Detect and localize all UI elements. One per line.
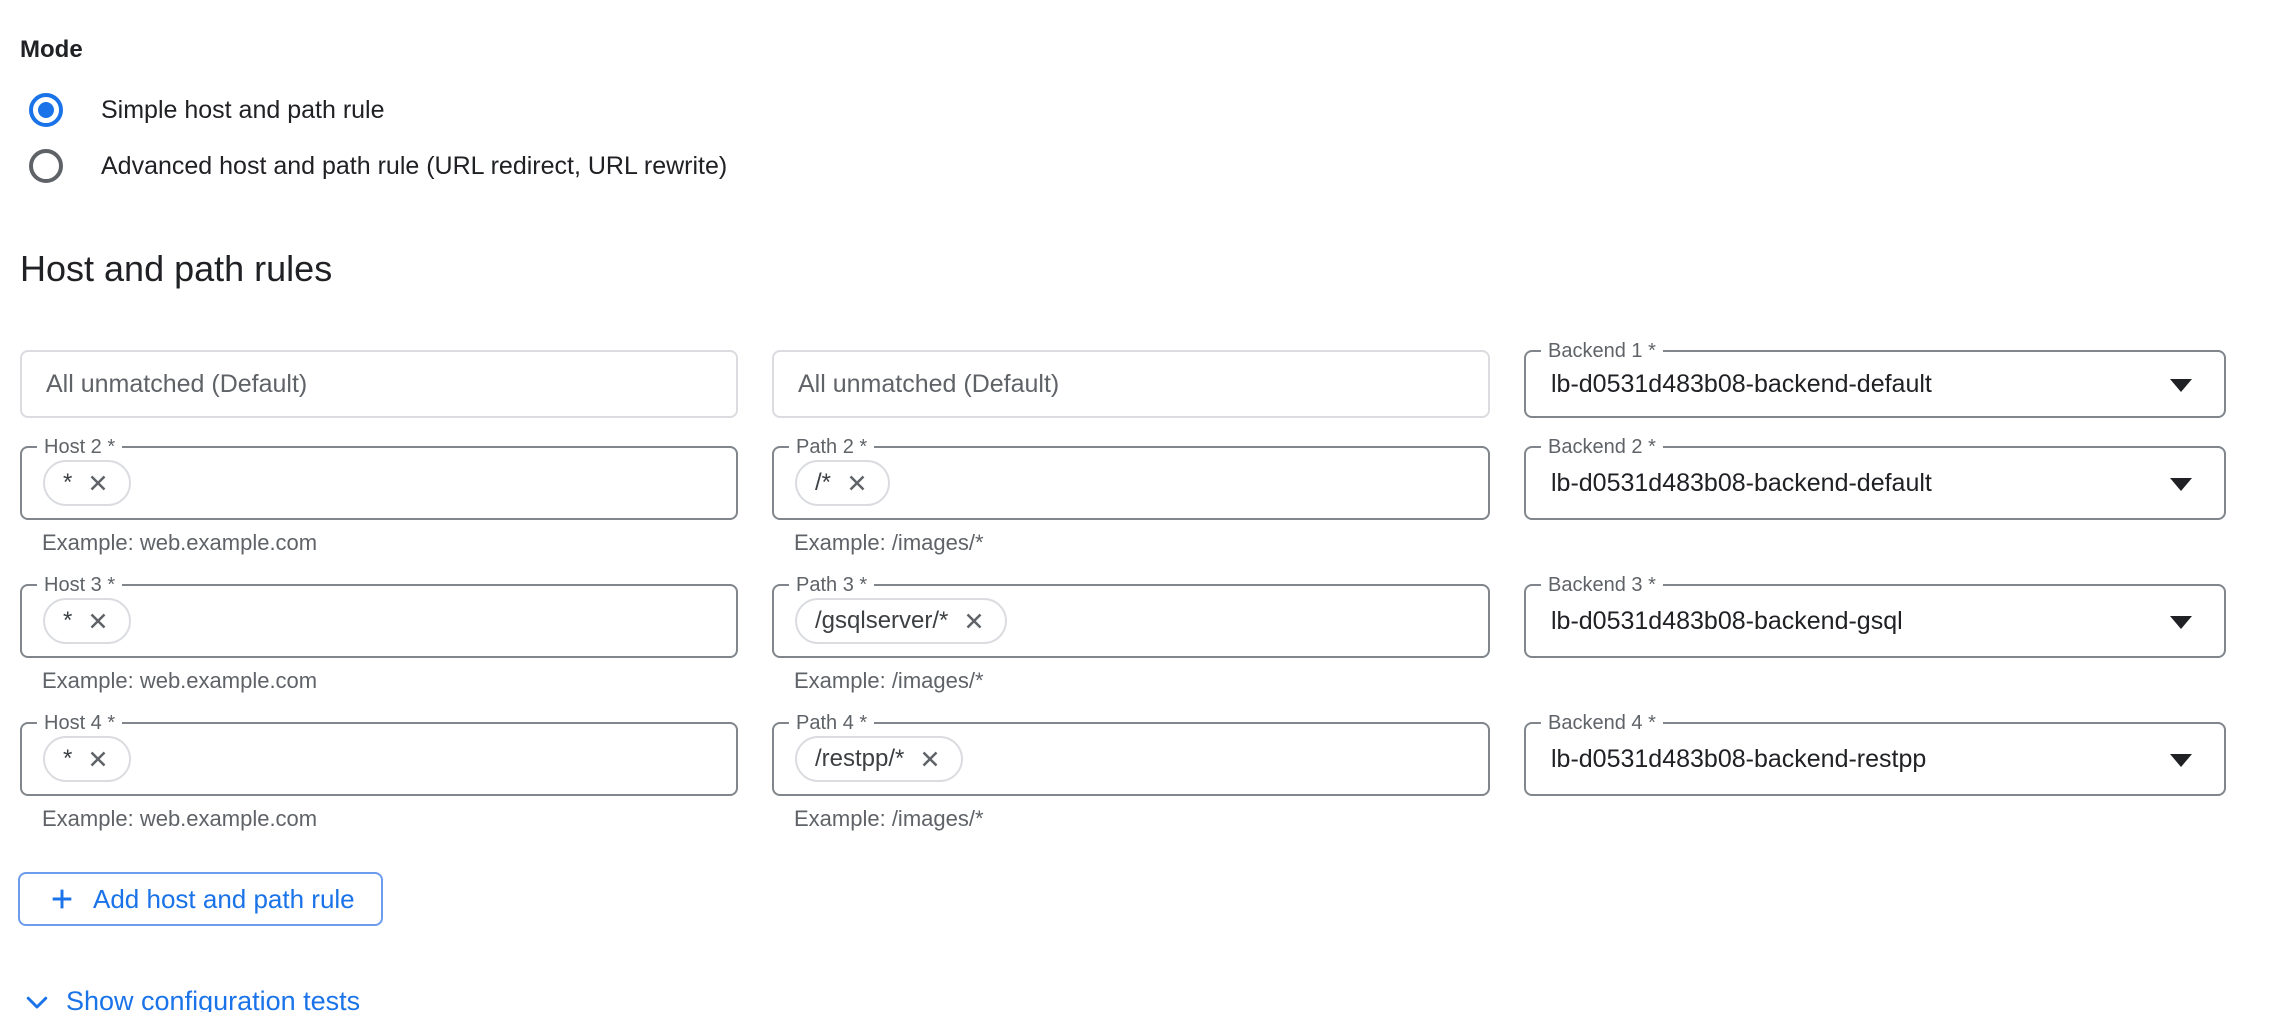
path-2-field[interactable]: Path 2 * /* xyxy=(772,435,1490,520)
host-2-field[interactable]: Host 2 * * xyxy=(20,435,738,520)
radio-unselected-icon[interactable] xyxy=(29,149,63,183)
close-icon[interactable] xyxy=(85,470,111,496)
path-3-field[interactable]: Path 3 * /gsqlserver/* xyxy=(772,573,1490,658)
close-icon[interactable] xyxy=(85,608,111,634)
backend-3-select[interactable]: Backend 3 * lb-d0531d483b08-backend-gsql xyxy=(1524,573,2226,658)
chevron-down-icon xyxy=(26,996,48,1008)
radio-option-label: Advanced host and path rule (URL redirec… xyxy=(101,151,728,180)
radio-option-advanced[interactable]: Advanced host and path rule (URL redirec… xyxy=(29,147,727,185)
radio-option-label: Simple host and path rule xyxy=(101,95,385,124)
backend-2-value: lb-d0531d483b08-backend-default xyxy=(1551,468,1932,497)
radio-selected-icon[interactable] xyxy=(29,93,63,127)
path-3-label: Path 3 * xyxy=(789,573,875,597)
radio-option-simple[interactable]: Simple host and path rule xyxy=(29,91,385,129)
backend-4-select[interactable]: Backend 4 * lb-d0531d483b08-backend-rest… xyxy=(1524,711,2226,796)
backend-3-value: lb-d0531d483b08-backend-gsql xyxy=(1551,606,1903,635)
chip-text: * xyxy=(63,469,73,496)
host-4-chip: * xyxy=(43,736,132,782)
host-default-text: All unmatched (Default) xyxy=(46,369,308,398)
close-icon[interactable] xyxy=(844,470,870,496)
path-4-chip: /restpp/* xyxy=(795,736,964,782)
show-link-label: Show configuration tests xyxy=(66,986,361,1012)
backend-1-label: Backend 1 * xyxy=(1541,339,1663,363)
chip-text: * xyxy=(63,607,73,634)
add-host-path-rule-button[interactable]: Add host and path rule xyxy=(18,872,383,926)
path-2-chip: /* xyxy=(795,460,891,506)
chip-text: /* xyxy=(815,469,832,496)
path-default-text: All unmatched (Default) xyxy=(798,369,1060,398)
radio-dot xyxy=(38,102,54,118)
backend-1-select[interactable]: Backend 1 * lb-d0531d483b08-backend-defa… xyxy=(1524,339,2226,418)
dropdown-arrow-icon xyxy=(2170,379,2192,392)
backend-3-label: Backend 3 * xyxy=(1541,573,1663,597)
path-2-label: Path 2 * xyxy=(789,435,875,459)
host-2-label: Host 2 * xyxy=(37,435,123,459)
chip-text: /gsqlserver/* xyxy=(815,607,949,634)
close-icon[interactable] xyxy=(917,746,943,772)
chip-text: * xyxy=(63,745,73,772)
close-icon[interactable] xyxy=(961,608,987,634)
add-button-label: Add host and path rule xyxy=(93,883,355,914)
path-4-label: Path 4 * xyxy=(789,711,875,735)
host-2-helper: Example: web.example.com xyxy=(42,530,318,555)
chip-text: /restpp/* xyxy=(815,745,905,772)
path-3-helper: Example: /images/* xyxy=(794,668,984,693)
host-3-chip: * xyxy=(43,598,132,644)
dropdown-arrow-icon xyxy=(2170,754,2192,767)
dropdown-arrow-icon xyxy=(2170,478,2192,491)
host-4-label: Host 4 * xyxy=(37,711,123,735)
host-3-label: Host 3 * xyxy=(37,573,123,597)
backend-4-label: Backend 4 * xyxy=(1541,711,1663,735)
mode-label: Mode xyxy=(20,36,83,63)
host-3-helper: Example: web.example.com xyxy=(42,668,318,693)
path-3-chip: /gsqlserver/* xyxy=(795,598,1008,644)
show-configuration-tests-link[interactable]: Show configuration tests xyxy=(22,986,360,1012)
host-4-helper: Example: web.example.com xyxy=(42,806,318,831)
host-2-chip: * xyxy=(43,460,132,506)
host-3-field[interactable]: Host 3 * * xyxy=(20,573,738,658)
path-default-field: All unmatched (Default) xyxy=(772,350,1490,418)
backend-2-select[interactable]: Backend 2 * lb-d0531d483b08-backend-defa… xyxy=(1524,435,2226,520)
host-4-field[interactable]: Host 4 * * xyxy=(20,711,738,796)
path-2-helper: Example: /images/* xyxy=(794,530,984,555)
backend-4-value: lb-d0531d483b08-backend-restpp xyxy=(1551,744,1927,773)
host-default-field: All unmatched (Default) xyxy=(20,350,738,418)
section-title: Host and path rules xyxy=(20,248,333,289)
backend-2-label: Backend 2 * xyxy=(1541,435,1663,459)
path-4-field[interactable]: Path 4 * /restpp/* xyxy=(772,711,1490,796)
close-icon[interactable] xyxy=(85,746,111,772)
path-4-helper: Example: /images/* xyxy=(794,806,984,831)
backend-1-value: lb-d0531d483b08-backend-default xyxy=(1551,369,1932,398)
dropdown-arrow-icon xyxy=(2170,616,2192,629)
plus-icon xyxy=(52,889,72,909)
